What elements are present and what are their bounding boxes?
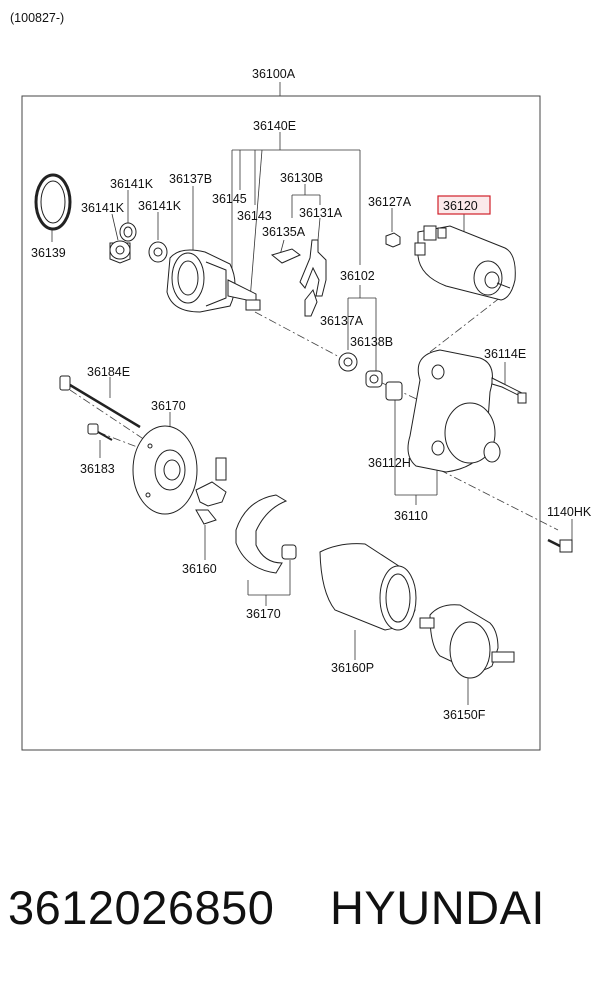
label-36160: 36160 <box>182 562 217 576</box>
label-36141K-top: 36141K <box>110 177 154 191</box>
label-36183: 36183 <box>80 462 115 476</box>
label-36141K-right: 36141K <box>138 199 182 213</box>
label-36120: 36120 <box>443 199 478 213</box>
label-36143: 36143 <box>237 209 272 223</box>
part-labels: 36140E 36141K 36137B 36130B 36141K 36141… <box>31 119 592 722</box>
label-36110: 36110 <box>394 509 428 523</box>
label-36140E: 36140E <box>253 119 296 133</box>
label-36141K-left: 36141K <box>81 201 125 215</box>
label-36137B: 36137B <box>169 172 212 186</box>
label-36131A: 36131A <box>299 206 343 220</box>
diagram-frame <box>21 95 541 751</box>
label-36170-top: 36170 <box>151 399 186 413</box>
highlight-box-36120 <box>437 195 491 215</box>
leader-lines <box>51 132 573 705</box>
label-36112H: 36112H <box>368 456 411 470</box>
label-1140HK: 1140HK <box>547 505 592 519</box>
label-36137A: 36137A <box>320 314 364 328</box>
caption: 3612026850 HYUNDAI <box>8 880 594 950</box>
label-36184E: 36184E <box>87 365 130 379</box>
label-36145: 36145 <box>212 192 247 206</box>
label-36127A: 36127A <box>368 195 412 209</box>
label-36130B: 36130B <box>280 171 323 185</box>
label-36135A: 36135A <box>262 225 306 239</box>
assembly-label: 36100A <box>252 67 296 81</box>
label-36102: 36102 <box>340 269 375 283</box>
part-number-text: 3612026850 <box>8 881 275 934</box>
revision-label: (100827-) <box>10 11 64 25</box>
brand-text: HYUNDAI <box>329 881 545 934</box>
label-36138B: 36138B <box>350 335 393 349</box>
parts <box>34 173 573 679</box>
label-36170-bottom: 36170 <box>246 607 281 621</box>
label-36139: 36139 <box>31 246 66 260</box>
label-36114E: 36114E <box>484 347 526 361</box>
label-36160P: 36160P <box>331 661 374 675</box>
label-36150F: 36150F <box>443 708 486 722</box>
